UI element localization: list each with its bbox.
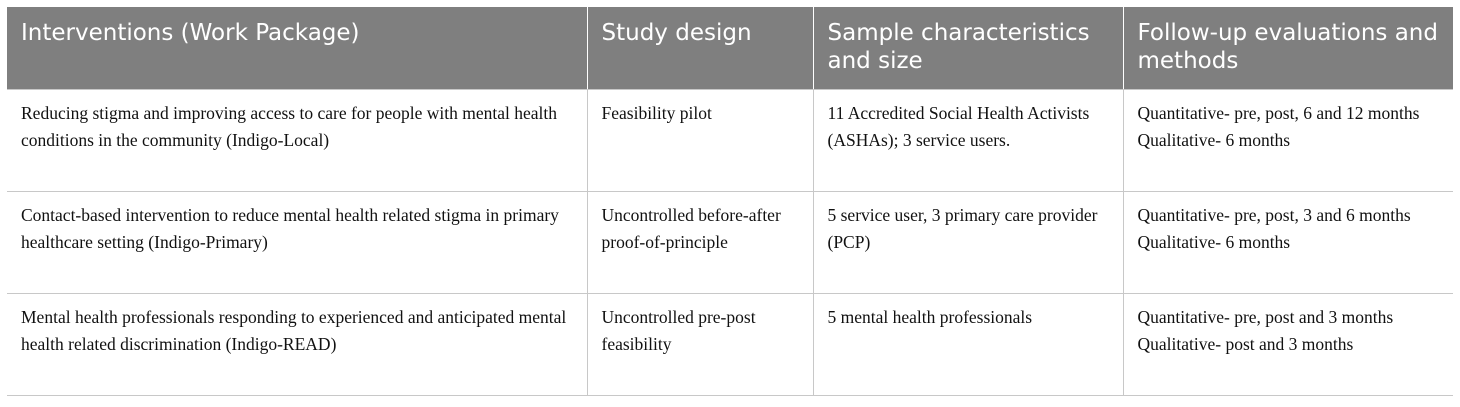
cell-sample: 5 service user, 3 primary care provider … (812, 191, 1123, 294)
followup-qualitative: Qualitative- post and 3 months (1137, 334, 1354, 354)
study-table-container: Interventions (Work Package) Study desig… (7, 7, 1453, 396)
header-study-design: Study design (586, 7, 813, 90)
cell-intervention: Contact-based intervention to reduce men… (7, 191, 587, 294)
table-row: Contact-based intervention to reduce men… (7, 191, 1453, 294)
cell-sample: 5 mental health professionals (812, 293, 1123, 396)
table-body: Reducing stigma and improving access to … (7, 89, 1453, 396)
table-row: Mental health professionals responding t… (7, 293, 1453, 396)
cell-followup: Quantitative- pre, post, 3 and 6 months … (1122, 191, 1453, 294)
header-follow-up: Follow-up evaluations and methods (1122, 7, 1453, 90)
cell-design: Uncontrolled pre-post feasibility (586, 293, 813, 396)
followup-qualitative: Qualitative- 6 months (1137, 130, 1291, 150)
table-row: Reducing stigma and improving access to … (7, 89, 1453, 192)
cell-design: Uncontrolled before-after proof-of-princ… (586, 191, 813, 294)
followup-qualitative: Qualitative- 6 months (1137, 232, 1291, 252)
header-row: Interventions (Work Package) Study desig… (7, 7, 1453, 90)
table-header: Interventions (Work Package) Study desig… (7, 7, 1453, 90)
cell-intervention: Reducing stigma and improving access to … (7, 89, 587, 192)
cell-followup: Quantitative- pre, post, 6 and 12 months… (1122, 89, 1453, 192)
cell-design: Feasibility pilot (586, 89, 813, 192)
followup-quantitative: Quantitative- pre, post and 3 months (1137, 307, 1394, 327)
header-sample-characteristics: Sample characteristics and size (812, 7, 1123, 90)
header-interventions: Interventions (Work Package) (7, 7, 587, 90)
cell-intervention: Mental health professionals responding t… (7, 293, 587, 396)
cell-sample: 11 Accredited Social Health Activists (A… (812, 89, 1123, 192)
study-table: Interventions (Work Package) Study desig… (7, 7, 1453, 396)
followup-quantitative: Quantitative- pre, post, 6 and 12 months (1137, 103, 1420, 123)
cell-followup: Quantitative- pre, post and 3 months Qua… (1122, 293, 1453, 396)
followup-quantitative: Quantitative- pre, post, 3 and 6 months (1137, 205, 1411, 225)
